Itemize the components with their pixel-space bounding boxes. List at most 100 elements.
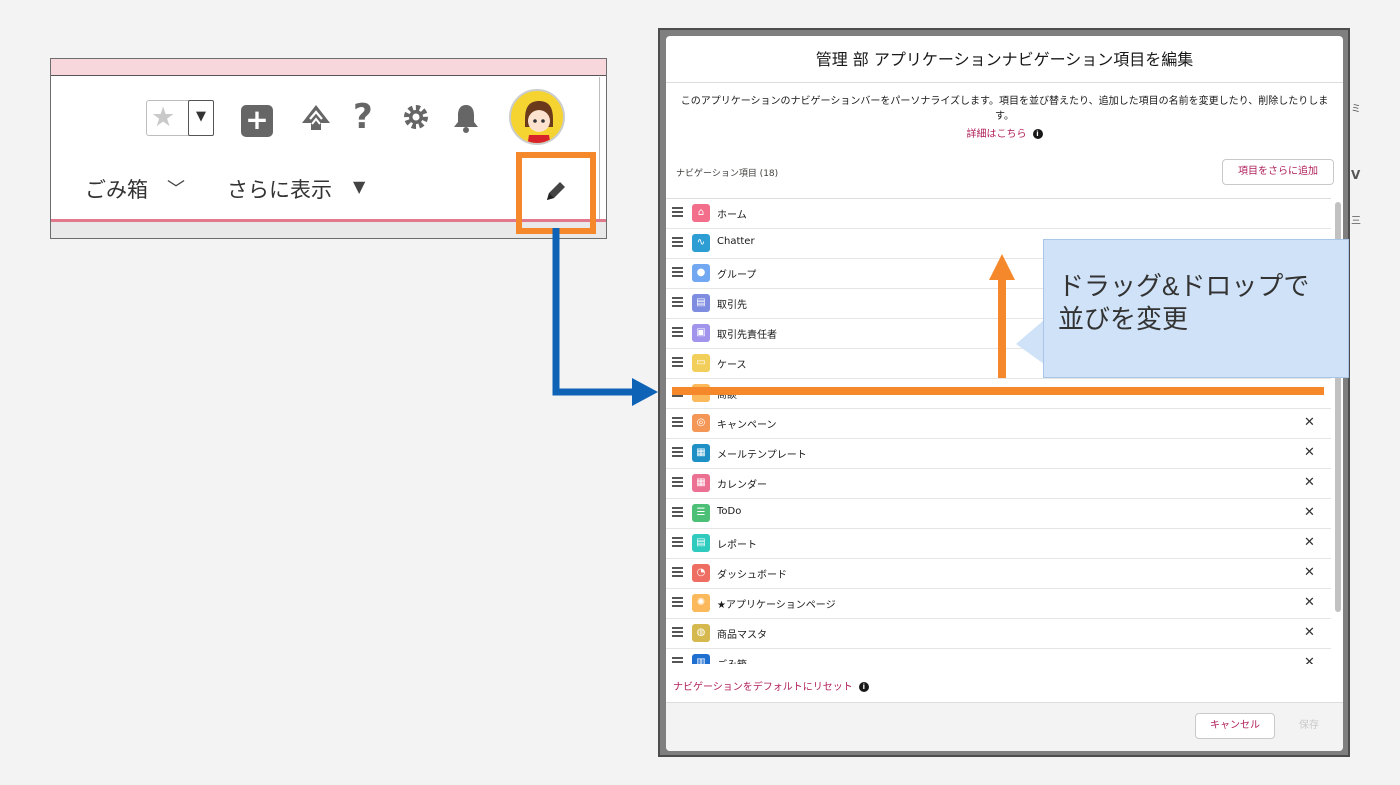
drag-handle-icon[interactable] [672,477,683,489]
background-fragment: V [1351,168,1361,182]
nav-item-label: ダッシュボード [717,570,787,581]
drag-handle-icon[interactable] [672,537,683,549]
info-icon: i [858,682,869,692]
chatter-icon: ∿ [692,234,710,252]
callout-line-2: 並びを変更 [1058,304,1189,334]
nav-item-row[interactable]: ◔ ダッシュボード ✕ [666,559,1331,589]
cancel-button[interactable]: キャンセル [1195,713,1275,739]
callout-text: ドラッグ&ドロップで 並びを変更 [1058,270,1309,336]
nav-item-label: 商談 [717,390,737,401]
account-icon: ▤ [692,294,710,312]
drag-handle-icon[interactable] [672,417,683,429]
modal-title: 管理 部 アプリケーションナビゲーション項目を編集 [666,36,1343,83]
product-icon: ◍ [692,624,710,642]
connector-arrow [548,228,668,422]
nav-item-label: グループ [717,270,757,281]
bell-icon[interactable] [451,102,481,138]
drag-handle-icon[interactable] [672,207,683,219]
modal-description: このアプリケーションのナビゲーションバーをパーソナライズします。項目を並び替えた… [680,96,1329,122]
drag-drop-callout: ドラッグ&ドロップで 並びを変更 [1043,239,1349,378]
star-icon: ★ [151,102,176,133]
drag-handle-icon[interactable] [672,597,683,609]
dashboard-icon: ◔ [692,564,710,582]
nav-item-label: メールテンプレート [717,450,807,461]
nav-item-label: カレンダー [717,480,767,491]
callout-pointer [1016,320,1046,370]
remove-item-icon[interactable]: ✕ [1304,445,1315,460]
remove-item-icon[interactable]: ✕ [1304,505,1315,520]
trailhead-icon[interactable] [299,103,333,137]
arrow-up-icon [989,254,1015,284]
move-up-arrow-shaft [998,276,1006,378]
drag-handle-icon[interactable] [672,237,683,249]
remove-item-icon[interactable]: ✕ [1304,595,1315,610]
recycle-bin-icon: ▥ [692,654,710,664]
chevron-down-icon[interactable]: ﹀ [167,179,185,200]
nav-item-row[interactable]: ✺★アプリケーションページ✕ [666,589,1331,619]
nav-item-row[interactable]: ⌂ ホーム [666,199,1331,229]
nav-item-label: キャンペーン [717,420,777,431]
home-icon: ⌂ [692,204,710,222]
save-button[interactable]: 保存 [1299,720,1319,731]
nav-item-row[interactable]: ◍商品マスタ✕ [666,619,1331,649]
remove-item-icon[interactable]: ✕ [1304,535,1315,550]
remove-item-icon[interactable]: ✕ [1304,655,1315,664]
campaign-icon: ◎ [692,414,710,432]
nav-item-label: ケース [717,360,747,371]
header-top-band [51,59,606,76]
nav-more-menu[interactable]: さらに表示 [227,178,332,202]
header-accent-line [51,219,606,222]
header-bottom-band [51,222,606,238]
nav-item-row[interactable]: ☰ToDo✕ [666,499,1331,529]
remove-item-icon[interactable]: ✕ [1304,475,1315,490]
global-header-snippet: ★ ▼ + ? [50,58,607,239]
global-create-button[interactable]: + [241,105,273,137]
drag-handle-icon[interactable] [672,297,683,309]
nav-item-row[interactable]: ▭ケース [666,349,1331,379]
learn-more-link[interactable]: 詳細はこちら [966,129,1027,140]
gear-icon[interactable] [401,102,431,136]
calendar-icon: ▦ [692,474,710,492]
favorites-dropdown-button[interactable]: ▼ [188,100,214,136]
drag-handle-icon[interactable] [672,507,683,519]
nav-item-row[interactable]: ∿ Chatter [666,229,1331,259]
favorites-button[interactable]: ★ ▼ [146,100,214,136]
info-icon: i [1032,129,1043,139]
reset-nav-row: ナビゲーションをデフォルトにリセット i [673,678,869,693]
background-fragment: ミ [1351,104,1361,115]
nav-item-label: 取引先 [717,300,747,311]
drag-handle-icon[interactable] [672,657,683,664]
nav-item-label: ホーム [717,210,747,221]
user-avatar[interactable] [509,89,565,145]
pencil-icon[interactable] [543,178,569,208]
drag-handle-icon[interactable] [672,627,683,639]
groups-icon: ● [692,264,710,282]
remove-item-icon[interactable]: ✕ [1304,415,1315,430]
remove-item-icon[interactable]: ✕ [1304,565,1315,580]
nav-item-row[interactable]: ▦ メールテンプレート ✕ [666,439,1331,469]
nav-item-row[interactable]: ▦ カレンダー ✕ [666,469,1331,499]
add-more-items-button[interactable]: 項目をさらに追加 [1222,159,1334,185]
caret-down-icon[interactable]: ▼ [353,177,366,196]
app-page-icon: ✺ [692,594,710,612]
background-fragment: 三 [1351,216,1361,227]
nav-item-label: Chatter [717,236,755,247]
nav-item-row[interactable]: ◎ キャンペーン ✕ [666,409,1331,439]
drag-handle-icon[interactable] [672,327,683,339]
nav-item-row[interactable]: ▤レポート✕ [666,529,1331,559]
drag-handle-icon[interactable] [672,357,683,369]
nav-item-label: 取引先責任者 [717,330,777,341]
help-icon[interactable]: ? [353,97,373,137]
contact-icon: ▣ [692,324,710,342]
drag-handle-icon[interactable] [672,567,683,579]
drag-handle-icon[interactable] [672,267,683,279]
remove-item-icon[interactable]: ✕ [1304,625,1315,640]
nav-item-row[interactable]: ▥ごみ箱✕ [666,649,1331,664]
todo-icon: ☰ [692,504,710,522]
drag-handle-icon[interactable] [672,447,683,459]
nav-item-recycle-bin[interactable]: ごみ箱 [85,178,148,202]
learn-more-row: 詳細はこちら i [666,125,1343,140]
email-template-icon: ▦ [692,444,710,462]
scrollbar-thumb[interactable] [1335,202,1341,612]
reset-nav-link[interactable]: ナビゲーションをデフォルトにリセット [673,682,853,693]
